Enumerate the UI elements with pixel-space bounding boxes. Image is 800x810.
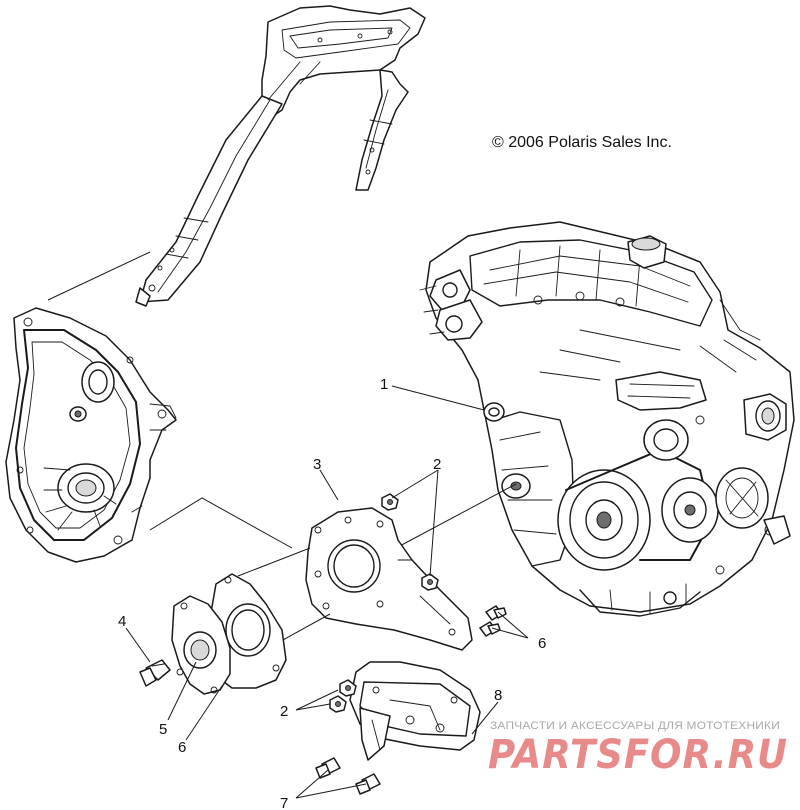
item-2-nuts-lower	[329, 679, 357, 713]
item-3-mount-plate	[305, 507, 473, 651]
site-watermark: ЗАПЧАСТИ И АКСЕССУАРЫ ДЛЯ МОТОТЕХНИКИ PA…	[488, 720, 788, 778]
callout-8: 8	[494, 687, 502, 704]
callout-1: 1	[380, 376, 388, 393]
item-5-bearing-plate	[171, 595, 231, 695]
callout-3: 3	[313, 456, 321, 473]
watermark-brand: PARTSFOR.RU	[488, 732, 788, 778]
callout-4: 4	[118, 613, 126, 630]
callout-2-lower: 2	[280, 703, 288, 720]
clutch-cover	[5, 307, 177, 563]
watermark-tagline: ЗАПЧАСТИ И АКСЕССУАРЫ ДЛЯ МОТОТЕХНИКИ	[490, 720, 780, 732]
engine-assembly	[419, 221, 795, 617]
item-4-bolt	[139, 659, 171, 687]
frame-support-bracket	[135, 5, 426, 307]
item-8-mount-bracket	[349, 661, 481, 761]
callout-6-right: 6	[538, 635, 546, 652]
callout-5: 5	[159, 721, 167, 738]
callout-leaders	[125, 385, 529, 799]
callout-numbers: 1 3 2 4 5 6 2 6 8 7	[118, 376, 546, 810]
item-2-nut-upper	[381, 493, 399, 511]
callout-7: 7	[280, 795, 288, 810]
callout-6-left: 6	[178, 739, 186, 756]
item-7-bolts	[315, 757, 381, 795]
callout-2-upper: 2	[433, 456, 441, 473]
item-2-nut-middle	[421, 573, 439, 591]
copyright-notice: © 2006 Polaris Sales Inc.	[492, 134, 672, 151]
item-6-bolts-right	[479, 605, 507, 637]
